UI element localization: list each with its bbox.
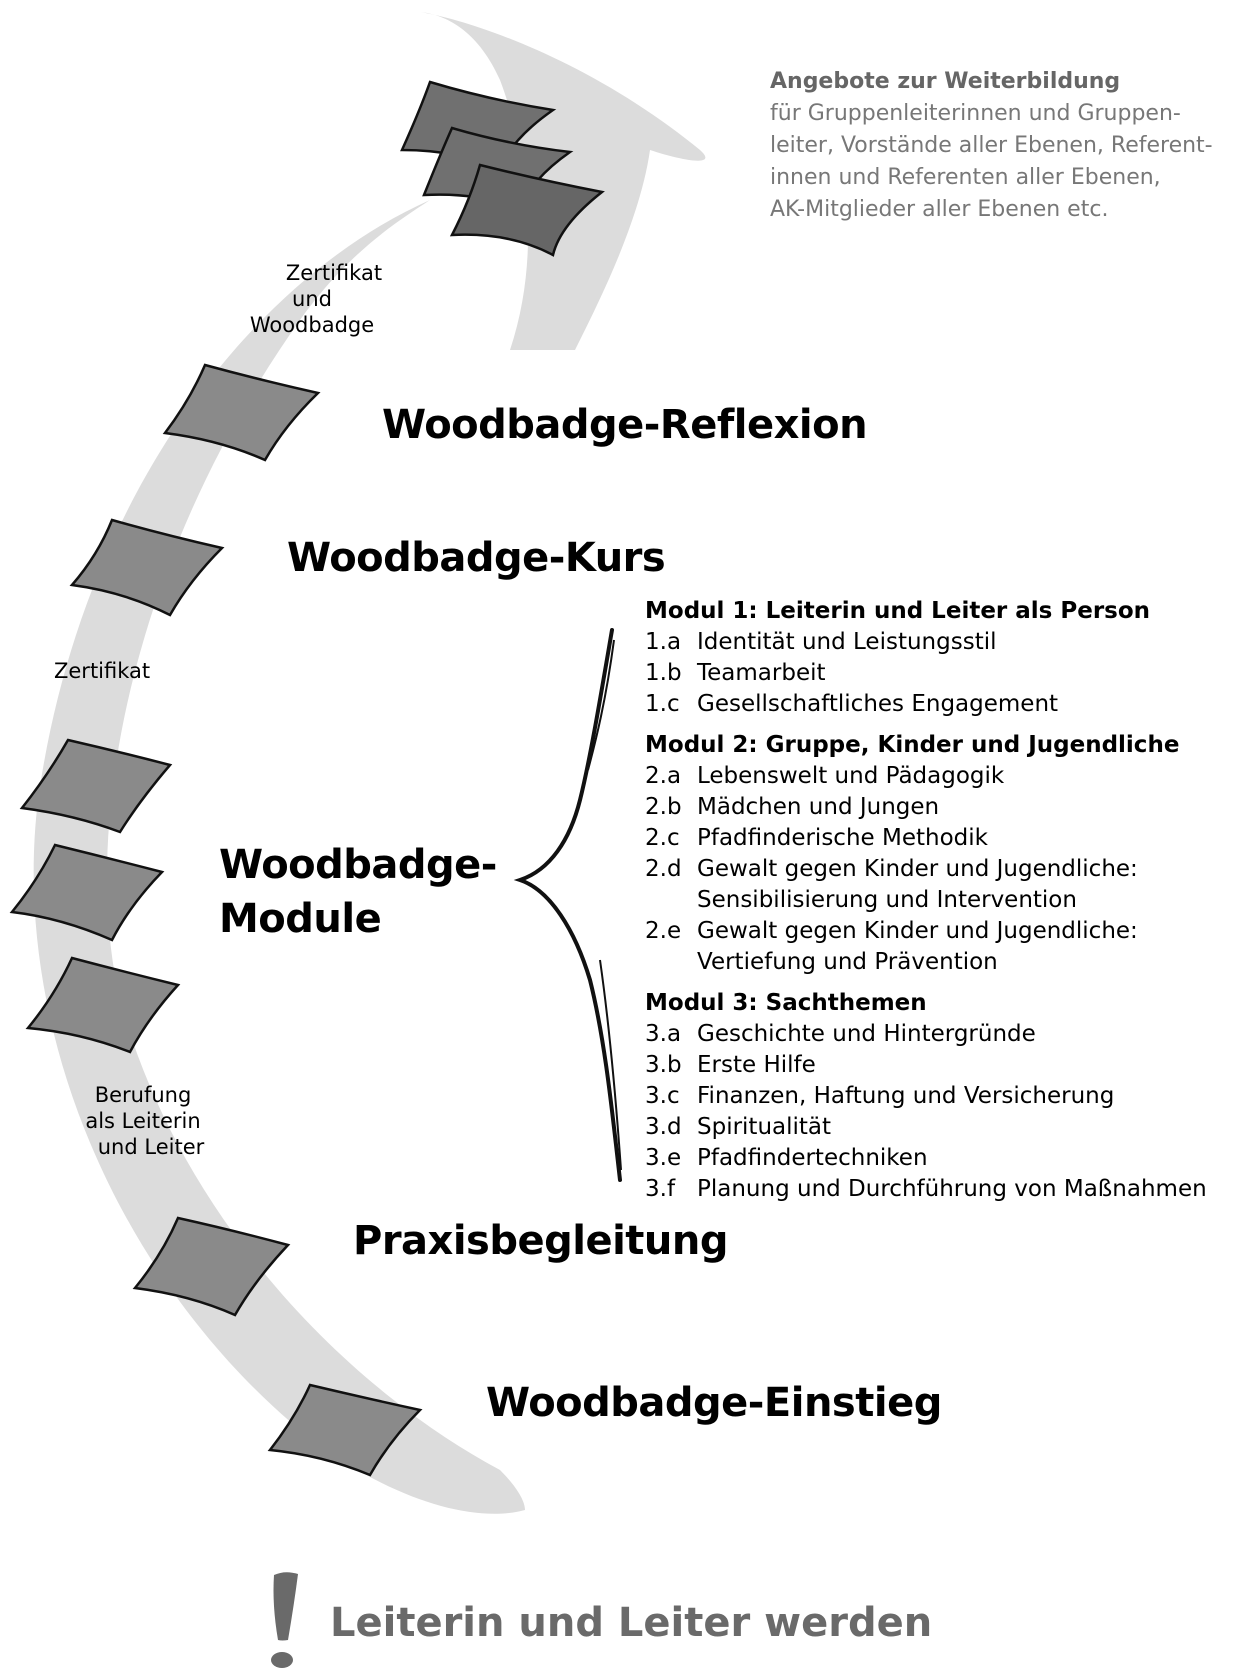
module-title: Modul 2: Gruppe, Kinder und Jugendliche: [645, 732, 1180, 758]
milestone-line: Zertifikat: [285, 261, 383, 285]
milestone-line: und Leiter: [97, 1135, 205, 1159]
item-number: 2.a: [645, 763, 682, 789]
module-item: 3.c Finanzen, Haftung und Versicherung: [645, 1081, 1207, 1112]
milestone-zertifikat: Zertifikat: [54, 659, 151, 683]
module-item: 1.c Gesellschaftliches Engagement: [645, 689, 1207, 720]
module-item: 1.a Identität und Leistungsstil: [645, 627, 1207, 658]
module-brace: [513, 628, 622, 1182]
item-text: Gesellschaftliches Engagement: [697, 691, 1059, 717]
module-item: 3.a Geschichte und Hintergründe: [645, 1019, 1207, 1050]
module-item: 2.c Pfadfinderische Methodik: [645, 823, 1207, 854]
tile-top-3: [449, 163, 605, 257]
stage-praxis: Praxisbegleitung: [353, 1218, 729, 1264]
item-number: 1.b: [645, 660, 682, 686]
stage-reflexion: Woodbadge-Reflexion: [382, 402, 868, 448]
item-text: Lebenswelt und Pädagogik: [697, 763, 1005, 789]
arrow-shaft: [420, 12, 706, 350]
item-text: Teamarbeit: [697, 660, 826, 686]
tile-kurs: [69, 518, 225, 617]
module-title: Modul 1: Leiterin und Leiter als Person: [645, 598, 1151, 624]
module-title: Modul 3: Sachthemen: [645, 990, 927, 1016]
tile-module-2: [9, 843, 165, 942]
module-item: 2.d Gewalt gegen Kinder und Jugendliche: …: [645, 854, 1207, 916]
item-number: 2.c: [645, 825, 680, 851]
module-item: 3.f Planung und Durchführung von Maßnahme…: [645, 1174, 1207, 1205]
item-text: Gewalt gegen Kinder und Jugendliche: Sen…: [697, 856, 1138, 913]
item-number: 1.c: [645, 691, 680, 717]
module-item: 2.b Mädchen und Jungen: [645, 792, 1207, 823]
milestone-zertifikat-woodbadge: Zertifikat und Woodbadge: [232, 260, 392, 338]
milestone-line: Woodbadge: [249, 313, 375, 337]
item-text: Erste Hilfe: [697, 1052, 816, 1078]
progress-arc: [33, 200, 525, 1514]
tile-einstieg: [267, 1383, 423, 1477]
offer-line: leiter, Vorstände aller Ebenen, Referent…: [770, 133, 1213, 158]
exclamation-icon: [271, 1572, 298, 1668]
modules-list: Modul 1: Leiterin und Leiter als Person …: [645, 596, 1207, 1205]
module-item: 3.b Erste Hilfe: [645, 1050, 1207, 1081]
module-item: 2.e Gewalt gegen Kinder und Jugendliche: …: [645, 916, 1207, 978]
stage-module-line: Module: [219, 896, 382, 942]
offer-line: für Gruppenleiterinnen und Gruppen-: [770, 101, 1181, 126]
offer-heading: Angebote zur Weiterbildung: [770, 69, 1121, 94]
stage-module-line: Woodbadge-: [219, 842, 497, 888]
final-statement: Leiterin und Leiter werden: [330, 1600, 933, 1646]
item-number: 2.b: [645, 794, 682, 820]
item-number: 3.b: [645, 1052, 682, 1078]
offer-line: AK-Mitglieder aller Ebenen etc.: [770, 197, 1109, 222]
item-number: 2.e: [645, 918, 682, 944]
offer-line: innen und Referenten aller Ebenen,: [770, 165, 1161, 190]
module-item: 3.d Spiritualität: [645, 1112, 1207, 1143]
item-number: 3.d: [645, 1114, 682, 1140]
stage-kurs: Woodbadge-Kurs: [287, 535, 666, 581]
item-text: Gewalt gegen Kinder und Jugendliche: Ver…: [697, 918, 1138, 975]
module-item: 2.a Lebenswelt und Pädagogik: [645, 761, 1207, 792]
tile-module-3: [25, 956, 181, 1054]
item-number: 3.f: [645, 1176, 676, 1202]
tile-reflexion: [162, 363, 321, 462]
item-number: 3.e: [645, 1145, 682, 1171]
milestone-berufung: Berufung als Leiterin und Leiter: [78, 1082, 208, 1160]
item-text: Geschichte und Hintergründe: [697, 1021, 1036, 1047]
stage-module: Woodbadge- Module: [219, 838, 497, 946]
milestone-line: und: [292, 287, 332, 311]
module-item: 3.e Pfadfindertechniken: [645, 1143, 1207, 1174]
item-number: 3.c: [645, 1083, 680, 1109]
item-text: Pfadfinderische Methodik: [697, 825, 988, 851]
stage-einstieg: Woodbadge-Einstieg: [486, 1380, 942, 1426]
item-text: Planung und Durchführung von Maßnahmen: [697, 1176, 1207, 1202]
milestone-line: als Leiterin: [85, 1109, 201, 1133]
item-text: Mädchen und Jungen: [697, 794, 940, 820]
module-item: 1.b Teamarbeit: [645, 658, 1207, 689]
item-text: Identität und Leistungsstil: [697, 629, 997, 655]
item-text: Pfadfindertechniken: [697, 1145, 928, 1171]
tile-module-1: [19, 738, 173, 834]
item-number: 3.a: [645, 1021, 682, 1047]
milestone-line: Berufung: [94, 1083, 192, 1107]
item-text: Finanzen, Haftung und Versicherung: [697, 1083, 1115, 1109]
tile-praxis: [132, 1216, 291, 1317]
item-number: 2.d: [645, 856, 682, 882]
item-number: 1.a: [645, 629, 682, 655]
offer-block: Angebote zur Weiterbildung für Gruppenle…: [770, 66, 1213, 226]
item-text: Spiritualität: [697, 1114, 832, 1140]
